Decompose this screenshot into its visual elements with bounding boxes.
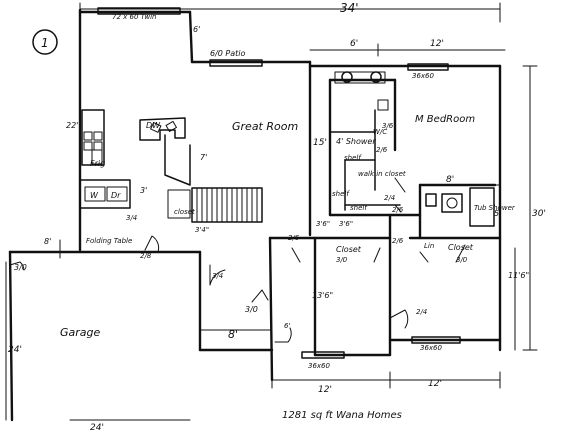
door-d5: 2/6 — [288, 234, 300, 242]
door-d14: 2/6 — [392, 206, 404, 214]
window-bedroom-label: 36x60 — [412, 72, 435, 80]
walk-in-closet-label: walk in closet — [358, 170, 406, 178]
window-bed2-label: 36x60 — [308, 362, 331, 370]
dim-eleven-six: 11'6" — [508, 271, 529, 280]
dim-eight-laundry: 8' — [44, 237, 51, 246]
dim-twenty-four-bottom: 24' — [90, 423, 104, 432]
door-d12: 3/6 — [382, 122, 394, 130]
dw-label: DW — [146, 121, 161, 130]
window-bed3 — [411, 336, 461, 344]
sheet-number-circle — [32, 29, 58, 55]
shelf-top-label: shelf — [344, 154, 362, 162]
folding-table-label: Folding Table — [86, 237, 132, 245]
dim-three: 3' — [140, 186, 147, 195]
window-top — [97, 7, 181, 15]
dim-eight-bath: 8' — [446, 175, 454, 185]
door-d4: 3/0 — [245, 305, 258, 314]
door-swings — [9, 177, 466, 343]
sheet-number: 1 — [41, 36, 49, 50]
walls — [8, 8, 502, 422]
washer-label: W — [90, 191, 99, 200]
window-bed3-label: 36x60 — [420, 344, 443, 352]
labels: 1 34' 72 x 60 Twin 6' 6/0 Patio 6' 12' 3… — [8, 1, 546, 432]
window-patio — [209, 59, 263, 67]
dim-six-hall: 6' — [284, 322, 290, 330]
closet-small-label: closet — [174, 208, 195, 216]
windows — [97, 7, 461, 359]
bath-fixtures — [334, 71, 495, 227]
window-bedroom — [407, 63, 449, 71]
door-d1: 3/0 — [14, 263, 27, 272]
lin-label: Lin — [424, 242, 434, 250]
room-garage: Garage — [60, 326, 101, 339]
dimension-lines — [5, 2, 538, 421]
door-d6: 2/6 — [392, 237, 404, 245]
kitchen-fixtures — [79, 109, 191, 219]
shelf-left-label: shelf — [332, 190, 350, 198]
dim-six-mid: 6' — [350, 39, 358, 49]
door-d3: 3/0 — [456, 256, 468, 264]
room-great-room: Great Room — [232, 120, 298, 133]
dim-five: 5' — [494, 209, 501, 218]
dim-overall-width: 34' — [340, 1, 359, 15]
shelf-bottom-label: shelf — [350, 204, 368, 212]
closet-right-label: Closet — [448, 243, 474, 252]
door-d11: 2/8 — [140, 252, 152, 260]
dim-fifteen: 15' — [313, 138, 327, 148]
dim-thirteen-six: 13'6" — [312, 291, 333, 300]
closet-left-label: Closet — [336, 245, 362, 254]
dim-eight-garage: 8' — [228, 328, 238, 341]
window-top-label: 72 x 60 Twin — [112, 13, 156, 21]
footer-note: 1281 sq ft Wana Homes — [282, 410, 402, 421]
dim-twenty-two: 22' — [66, 121, 78, 130]
dim-three-six-b: 3'6" — [316, 220, 330, 228]
door-d8: 2/4 — [384, 194, 395, 202]
door-d2: 3/0 — [336, 256, 348, 264]
door-d9: 2/6 — [376, 146, 388, 154]
door-d13: 3/4 — [126, 214, 137, 222]
dim-seven: 7' — [200, 153, 207, 162]
dim-six-top: 6' — [193, 25, 200, 34]
dryer-label: Dr — [111, 191, 121, 200]
window-bed2 — [301, 351, 345, 359]
dim-three-six-a: 3'6" — [339, 220, 353, 228]
dim-twenty-four-side: 24' — [8, 345, 22, 355]
tub-shower-label: Tub Shower — [474, 204, 516, 212]
dim-three-four: 3'4" — [195, 226, 209, 234]
stairs — [191, 187, 263, 223]
dim-overall-depth: 30' — [532, 209, 546, 219]
window-patio-label: 6/0 Patio — [210, 49, 246, 58]
door-d7: 2/4 — [416, 308, 427, 316]
dim-twelve-top: 12' — [430, 39, 444, 49]
frig-label: Frig — [90, 159, 105, 168]
room-m-bedroom: M BedRoom — [415, 114, 475, 125]
door-d10: 3/4 — [212, 272, 223, 280]
wc-label: W/C — [373, 128, 387, 136]
dim-twelve-br: 12' — [428, 379, 442, 389]
dim-twelve-bl: 12' — [318, 385, 332, 395]
room-shower: 4' Shower — [336, 137, 376, 146]
